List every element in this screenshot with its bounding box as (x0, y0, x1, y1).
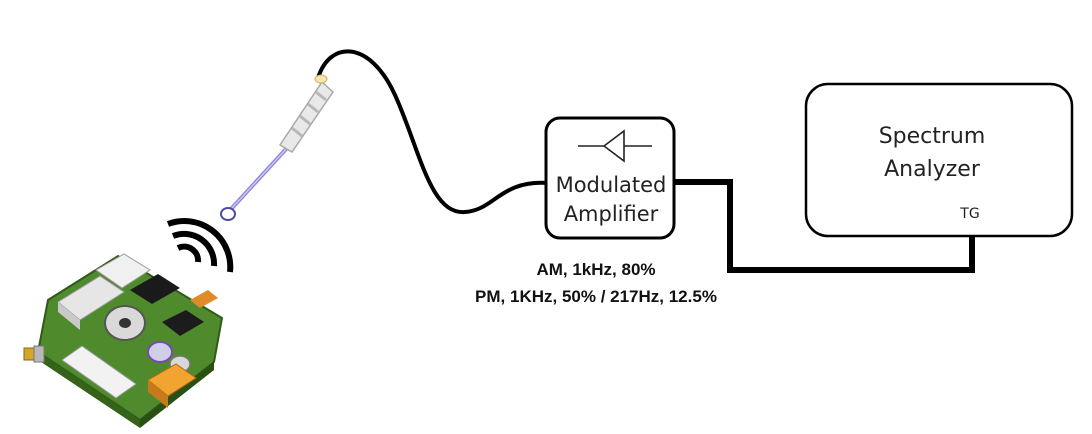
analyzer-tg-port-label: TG (959, 206, 979, 222)
analyzer-label-line1: Spectrum (879, 124, 986, 149)
modulated-amplifier-box: Modulated Amplifier (544, 116, 676, 240)
probe-cable (316, 49, 550, 215)
amplifier-label-line1: Modulated (556, 173, 667, 197)
amplifier-label-line2: Amplifier (564, 202, 659, 226)
amplifier-to-analyzer-cable (674, 179, 975, 273)
modulation-am-label: AM, 1kHz, 80% (536, 260, 655, 279)
amplifier-triangle-icon (578, 129, 652, 163)
wireless-signal-icon (166, 218, 234, 273)
modulation-pm-label: PM, 1KHz, 50% / 217Hz, 12.5% (475, 287, 717, 306)
circuit-board-icon (23, 253, 224, 428)
near-field-probe-icon (220, 74, 334, 221)
analyzer-label-line2: Analyzer (884, 157, 981, 182)
spectrum-analyzer-box: Spectrum Analyzer TG (804, 82, 1074, 238)
